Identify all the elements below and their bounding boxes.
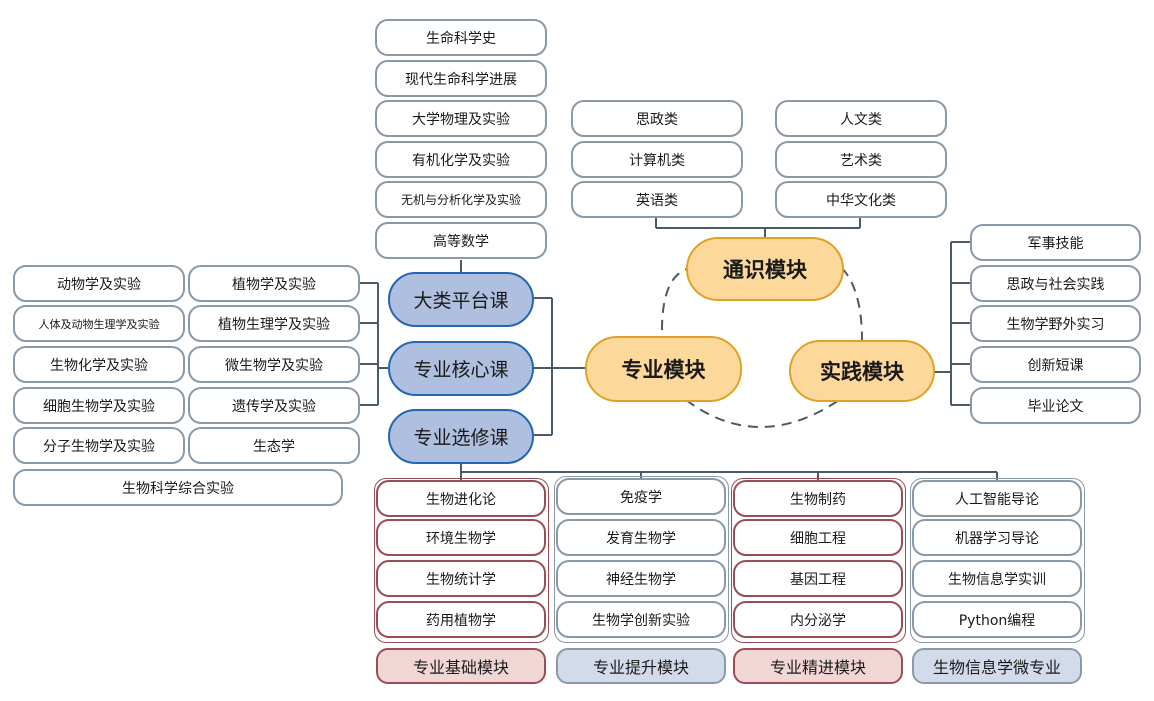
- platform-item-1: 生命科学史: [375, 19, 547, 56]
- core-item-biochemistry: 生物化学及实验: [13, 346, 185, 383]
- practice-item-social: 思政与社会实践: [970, 265, 1141, 302]
- general-item-ideology: 思政类: [571, 100, 743, 137]
- elective-item-neurobiology: 神经生物学: [556, 560, 726, 597]
- practice-item-thesis: 毕业论文: [970, 387, 1141, 424]
- platform-item-6: 高等数学: [375, 222, 547, 259]
- practice-module-node: 实践模块: [789, 340, 935, 402]
- general-item-arts: 艺术类: [775, 141, 947, 178]
- elective-item-medicinal-plants: 药用植物学: [376, 601, 546, 638]
- core-item-zoology: 动物学及实验: [13, 265, 185, 302]
- elective-group-refine: [731, 478, 906, 643]
- general-item-culture: 中华文化类: [775, 181, 947, 218]
- elective-course-node: 专业选修课: [388, 409, 534, 464]
- general-item-english: 英语类: [571, 181, 743, 218]
- elective-item-ai: 人工智能导论: [912, 480, 1082, 517]
- platform-course-node: 大类平台课: [388, 272, 534, 327]
- general-item-computer: 计算机类: [571, 141, 743, 178]
- platform-item-3: 大学物理及实验: [375, 100, 547, 137]
- elective-group-basic: [374, 478, 549, 643]
- elective-item-python: Python编程: [912, 601, 1082, 638]
- general-module-node: 通识模块: [686, 237, 844, 301]
- elective-item-innovation-lab: 生物学创新实验: [556, 601, 726, 638]
- core-item-genetics: 遗传学及实验: [188, 387, 360, 424]
- elective-item-cell-engineering: 细胞工程: [733, 519, 903, 556]
- core-item-plant-physiology: 植物生理学及实验: [188, 305, 360, 342]
- elective-group-bioinformatics: [910, 478, 1085, 643]
- core-item-botany: 植物学及实验: [188, 265, 360, 302]
- practice-item-short-course: 创新短课: [970, 346, 1141, 383]
- footer-basic-module: 专业基础模块: [376, 648, 546, 684]
- core-item-physiology: 人体及动物生理学及实验: [13, 305, 185, 342]
- practice-item-military: 军事技能: [970, 224, 1141, 261]
- core-item-cell-biology: 细胞生物学及实验: [13, 387, 185, 424]
- elective-item-biostatistics: 生物统计学: [376, 560, 546, 597]
- elective-item-bioinformatics-lab: 生物信息学实训: [912, 560, 1082, 597]
- core-item-ecology: 生态学: [188, 427, 360, 464]
- practice-item-fieldwork: 生物学野外实习: [970, 305, 1141, 342]
- footer-advance-module: 专业提升模块: [556, 648, 726, 684]
- core-course-node: 专业核心课: [388, 341, 534, 396]
- elective-item-immunology: 免疫学: [556, 478, 726, 515]
- footer-bioinformatics-minor: 生物信息学微专业: [912, 648, 1082, 684]
- elective-item-pharmaceutics: 生物制药: [733, 480, 903, 517]
- elective-item-developmental: 发育生物学: [556, 519, 726, 556]
- elective-item-machine-learning: 机器学习导论: [912, 519, 1082, 556]
- platform-item-5: 无机与分析化学及实验: [375, 181, 547, 218]
- platform-item-4: 有机化学及实验: [375, 141, 547, 178]
- core-item-molecular-biology: 分子生物学及实验: [13, 427, 185, 464]
- core-item-microbiology: 微生物学及实验: [188, 346, 360, 383]
- general-item-humanities: 人文类: [775, 100, 947, 137]
- elective-item-endocrinology: 内分泌学: [733, 601, 903, 638]
- elective-item-environmental: 环境生物学: [376, 519, 546, 556]
- major-module-node: 专业模块: [585, 336, 742, 402]
- platform-item-2: 现代生命科学进展: [375, 60, 547, 97]
- footer-refine-module: 专业精进模块: [733, 648, 903, 684]
- elective-item-evolution: 生物进化论: [376, 480, 546, 517]
- elective-group-advance: [554, 476, 729, 643]
- core-item-comprehensive-lab: 生物科学综合实验: [13, 469, 343, 506]
- elective-item-gene-engineering: 基因工程: [733, 560, 903, 597]
